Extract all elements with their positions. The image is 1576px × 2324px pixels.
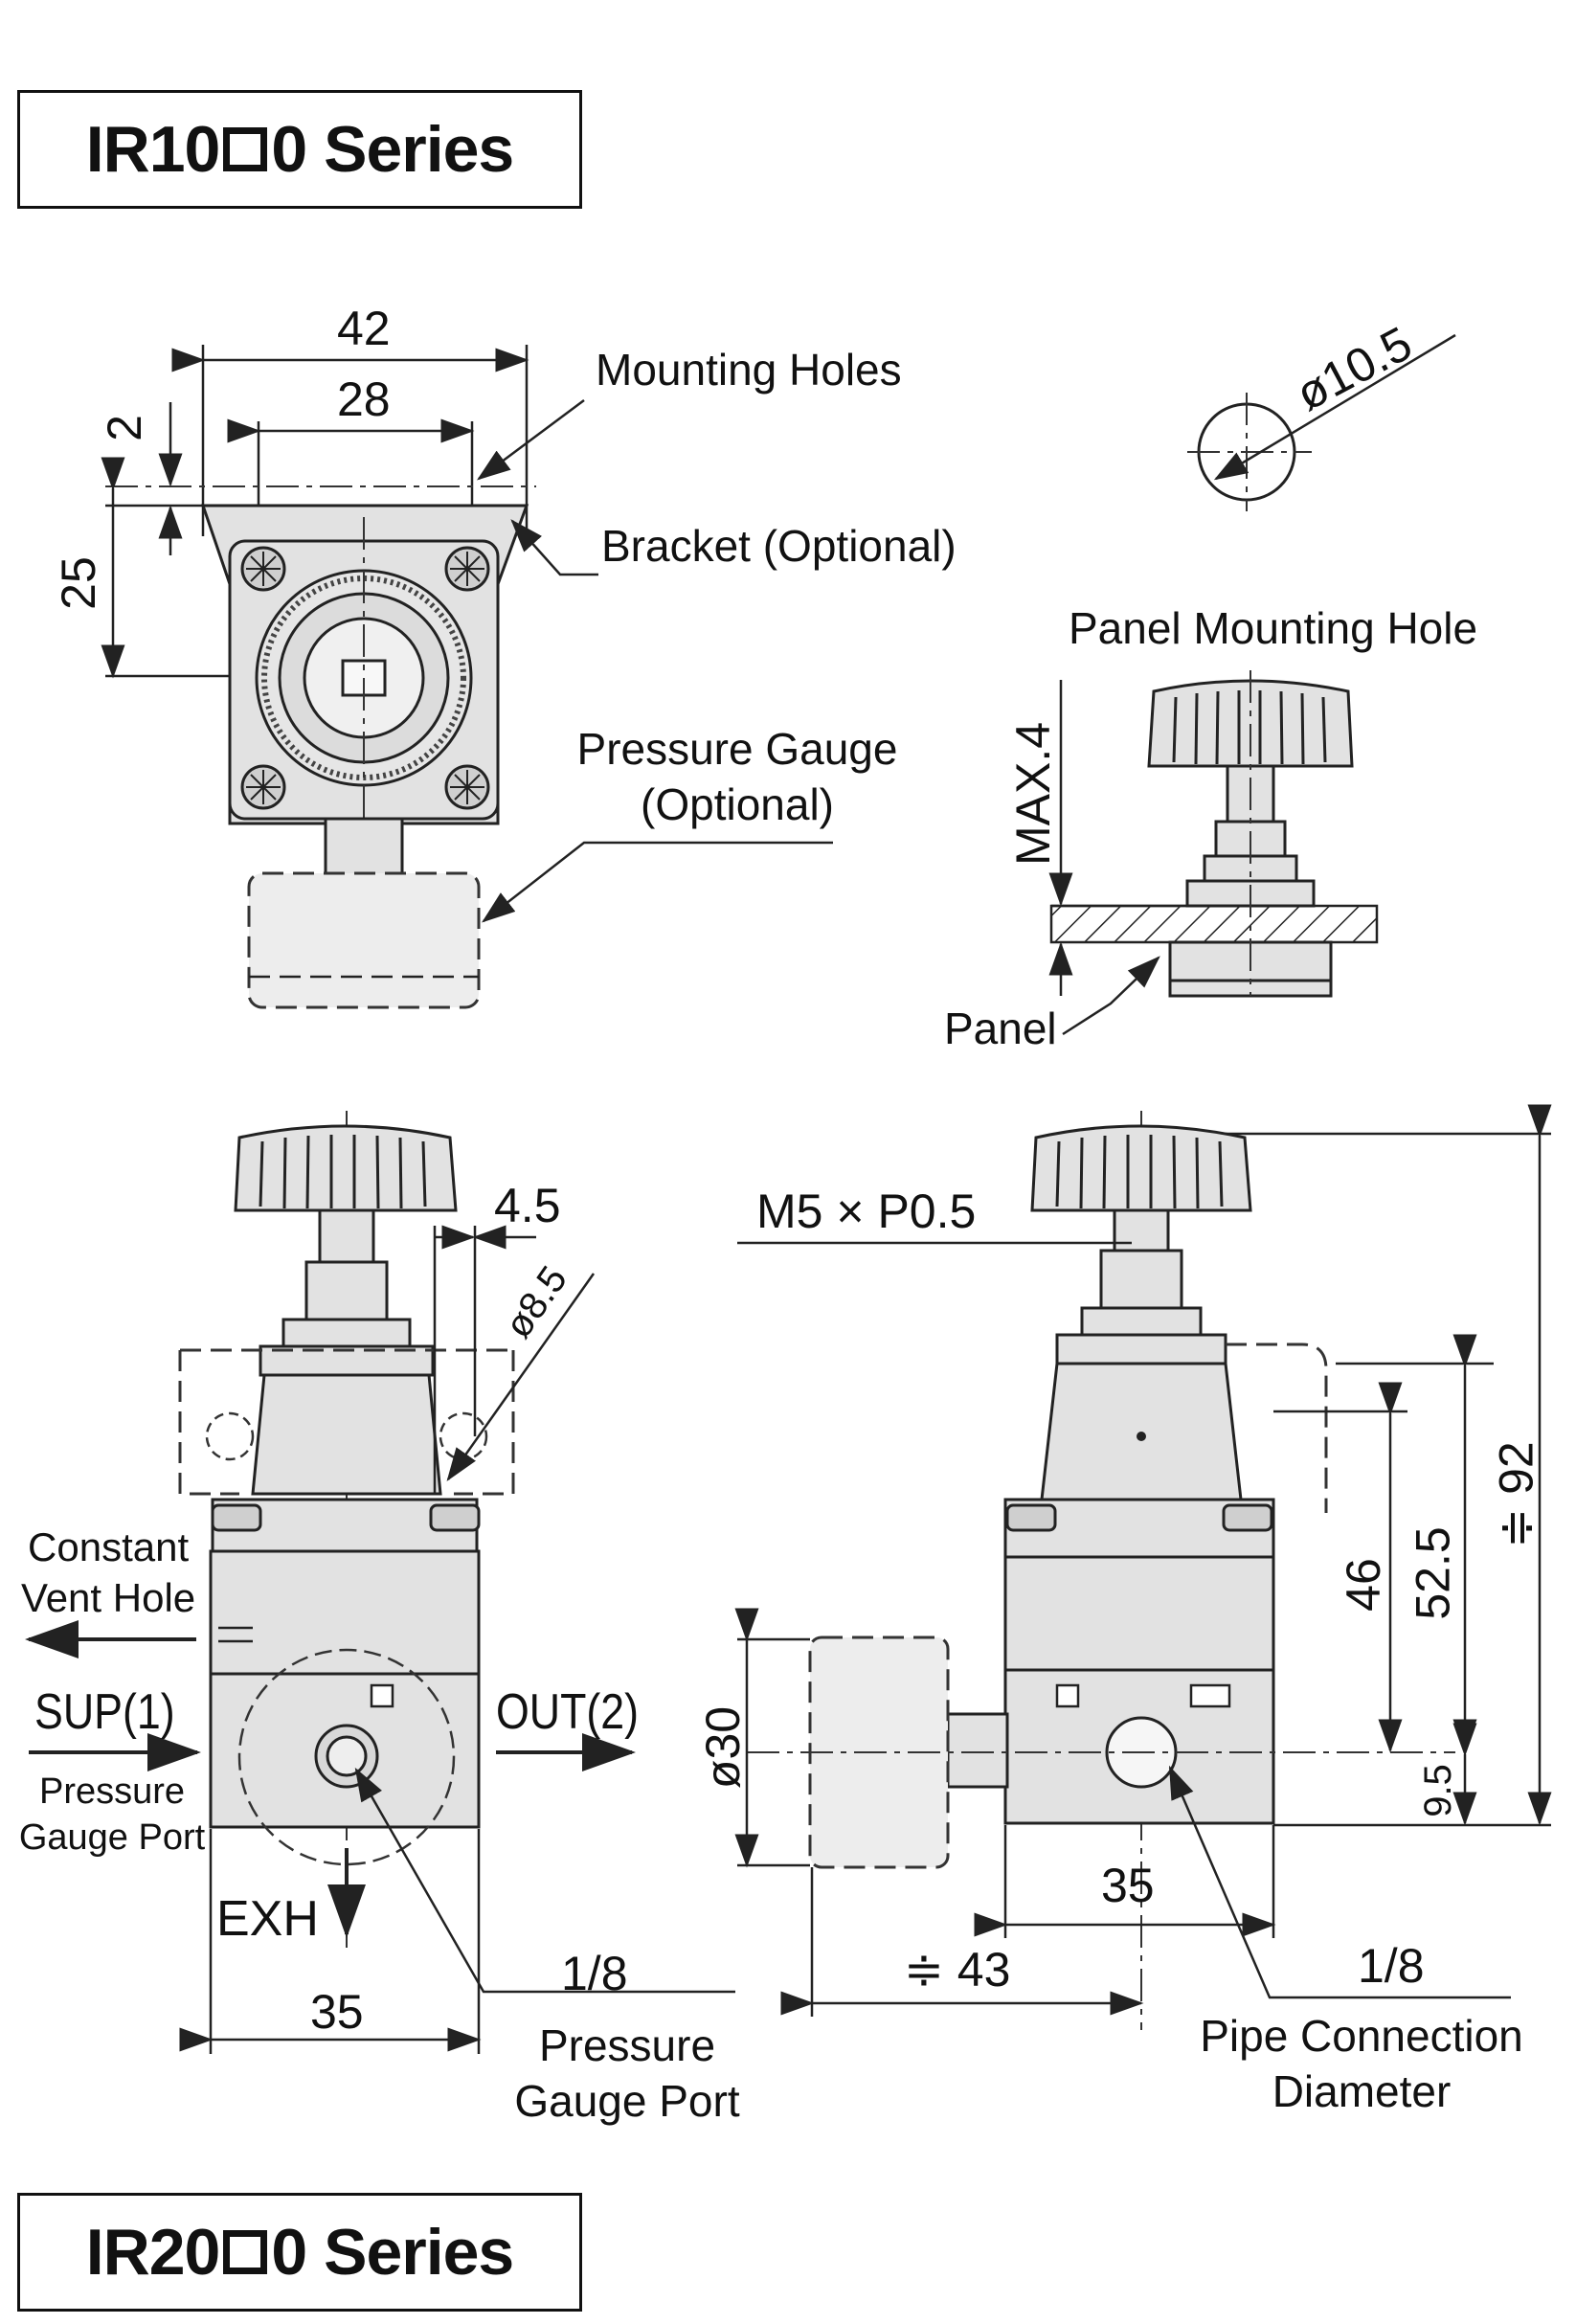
constant-vent-line2: Vent Hole (21, 1574, 196, 1620)
pg-port-left-line1: Pressure (38, 1771, 186, 1812)
dim-28: 28 (337, 372, 391, 426)
series-prefix: IR10 (85, 113, 221, 186)
dim-35-left: 35 (310, 1985, 364, 2039)
out-port-label: OUT(2) (496, 1684, 640, 1740)
mounting-holes-label: Mounting Holes (596, 345, 902, 395)
series-suffix: 0 Series (271, 2216, 514, 2289)
panel-detail (1048, 333, 1456, 1036)
square-icon (223, 127, 268, 171)
square-icon (223, 2230, 268, 2274)
pressure-gauge-line1: Pressure Gauge (576, 724, 898, 774)
pg-port-bottom-line2: Gauge Port (514, 2075, 740, 2126)
dim-1-8-right: 1/8 (1358, 1939, 1425, 1993)
panel-mounting-hole-label: Panel Mounting Hole (1069, 603, 1478, 653)
panel-label: Panel (944, 1004, 1057, 1053)
thread-label: M5 × P0.5 (756, 1185, 977, 1238)
screw-icon (240, 546, 490, 810)
dim-9-5: 9.5 (1416, 1764, 1459, 1817)
dim-4-5: 4.5 (494, 1179, 561, 1232)
series-suffix: 0 Series (271, 113, 514, 186)
dim-42: 42 (337, 302, 391, 355)
dim-35-right: 35 (1101, 1859, 1155, 1912)
front-view-top (101, 345, 833, 1009)
dim-43: ≑ 43 (904, 1943, 1011, 1997)
side-view-right (734, 1104, 1552, 2030)
sup-port-label: SUP(1) (34, 1684, 175, 1740)
dim-1-8-left: 1/8 (561, 1947, 628, 2000)
pressure-gauge-port-bottom-label: Pressure Gauge Port (488, 2019, 766, 2129)
side-view-left (25, 1111, 735, 2054)
constant-vent-label: Constant Vent Hole (21, 1523, 195, 1623)
dim-46: 46 (1336, 1558, 1390, 1612)
dim-52-5: 52.5 (1406, 1526, 1460, 1620)
dim-25: 25 (51, 556, 105, 610)
dim-2: 2 (97, 415, 151, 441)
exh-label: EXH (216, 1891, 319, 1947)
series-title-ir20: IR20 0 Series (17, 2193, 582, 2312)
pressure-gauge-line2: (Optional) (641, 778, 834, 829)
pressure-gauge-label: Pressure Gauge (Optional) (555, 722, 919, 832)
constant-vent-line1: Constant (28, 1524, 190, 1569)
pg-port-left-line2: Gauge Port (18, 1816, 206, 1858)
pressure-gauge-port-left-label: Pressure Gauge Port (11, 1770, 213, 1861)
dim-max4: MAX.4 (1006, 721, 1061, 867)
series-title-ir10: IR10 0 Series (17, 90, 582, 209)
pipe-conn-line2: Diameter (1272, 2065, 1452, 2116)
pipe-conn-line1: Pipe Connection (1200, 2011, 1523, 2061)
dim-92: ≑ 92 (1489, 1441, 1543, 1548)
pg-port-bottom-line1: Pressure (538, 2020, 716, 2070)
bracket-label: Bracket (Optional) (601, 521, 957, 571)
pipe-connection-label: Pipe Connection Diameter (1170, 2009, 1553, 2119)
series-prefix: IR20 (85, 2216, 221, 2289)
dim-d30: ø30 (696, 1705, 751, 1790)
